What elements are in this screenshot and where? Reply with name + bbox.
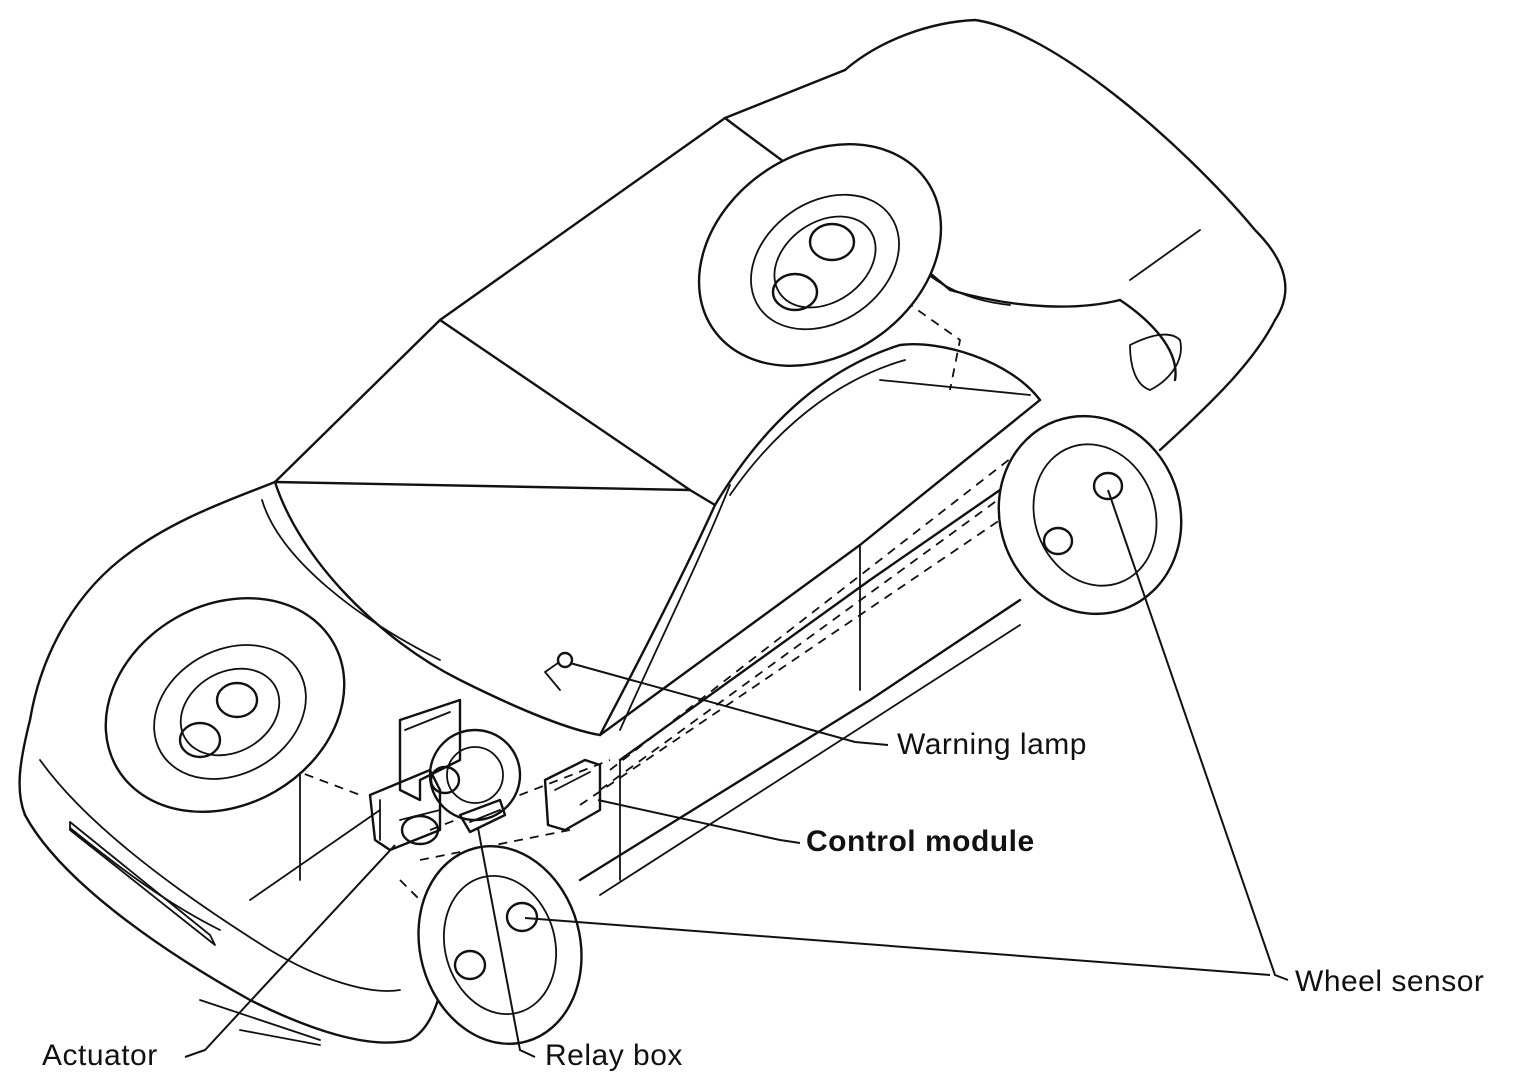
rear-left-wheel xyxy=(697,143,943,367)
engine-bay-components xyxy=(398,698,522,822)
warning-lamp-unit xyxy=(544,651,574,691)
control-module-unit xyxy=(543,758,602,832)
leader-lines xyxy=(184,489,1289,1058)
label-actuator: Actuator xyxy=(42,1039,158,1072)
front-left-wheel xyxy=(104,596,346,814)
label-relay-box: Relay box xyxy=(545,1039,683,1072)
leader-control-module xyxy=(597,799,801,844)
label-wheel-sensor: Wheel sensor xyxy=(1295,965,1485,998)
rear-right-wheel xyxy=(997,414,1183,616)
label-control-module: Control module xyxy=(806,825,1035,858)
leader-actuator xyxy=(184,844,396,1058)
relay-box-unit xyxy=(458,798,507,834)
leader-relay-box xyxy=(477,827,536,1058)
label-warning-lamp: Warning lamp xyxy=(897,728,1087,761)
car-body xyxy=(18,18,1287,1046)
leader-wheel-sensor-rear xyxy=(1107,489,1289,981)
actuator-unit xyxy=(368,768,442,852)
leader-wheel-sensor-front xyxy=(524,917,1271,976)
leader-warning-lamp xyxy=(569,662,889,746)
